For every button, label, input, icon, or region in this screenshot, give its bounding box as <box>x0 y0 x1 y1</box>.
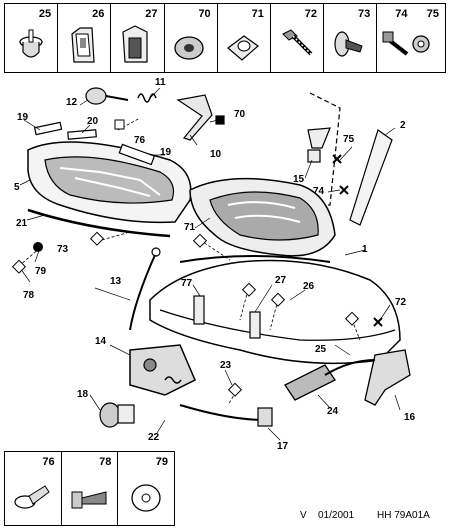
part-cell-79: 79 <box>118 452 174 525</box>
callout-18: 18 <box>77 389 89 400</box>
callout-10: 10 <box>210 149 222 160</box>
push-pin-icon <box>14 485 50 509</box>
expansion-rivet-icon <box>71 491 107 509</box>
part-cell-70: 70 <box>165 4 218 72</box>
bolt-and-nut-icon <box>382 31 430 56</box>
grommet-icon <box>173 36 204 60</box>
opening-lever <box>364 349 411 406</box>
part-number-75: 75 <box>426 8 440 20</box>
callout-2: 2 <box>400 120 406 131</box>
callout-19-left: 19 <box>17 112 29 123</box>
part-number-72: 72 <box>304 8 318 20</box>
callout-79: 79 <box>35 266 47 277</box>
callout-72: 72 <box>395 297 407 308</box>
callout-19-right: 19 <box>160 147 172 158</box>
retainer-clip-icon <box>71 27 95 63</box>
callout-21: 21 <box>16 218 28 229</box>
hood-latch <box>129 344 196 396</box>
callout-25: 25 <box>315 344 327 355</box>
callout-77: 77 <box>181 278 193 289</box>
part-number-70: 70 <box>198 8 211 20</box>
callout-70: 70 <box>234 109 246 120</box>
callout-15: 15 <box>293 174 305 185</box>
top-parts-legend: 25 26 27 70 71 7 <box>4 3 446 73</box>
hood-strut <box>349 129 393 226</box>
part-number-76: 76 <box>42 456 55 468</box>
callout-12: 12 <box>66 97 78 108</box>
part-number-25: 25 <box>38 8 52 20</box>
callout-75: 75 <box>343 134 355 145</box>
callout-74: 74 <box>313 186 325 197</box>
seal-strip <box>27 208 171 238</box>
callout-26: 26 <box>303 281 315 292</box>
callout-20: 20 <box>87 116 99 127</box>
part-number-74: 74 <box>395 8 408 20</box>
part-number-27: 27 <box>145 8 158 20</box>
part-number-71: 71 <box>251 8 264 20</box>
release-cable <box>129 254 156 331</box>
cable-clip-icon <box>226 35 259 61</box>
push-rivet-icon <box>334 31 363 57</box>
release-handle <box>284 364 336 401</box>
bottom-parts-legend: 76 78 79 <box>4 451 175 526</box>
part-cell-27: 27 <box>111 4 165 72</box>
part-cell-72: 72 <box>271 4 325 72</box>
callout-17: 17 <box>277 441 289 452</box>
callout-5: 5 <box>14 182 20 193</box>
callout-13: 13 <box>110 276 122 287</box>
callout-24: 24 <box>327 406 339 417</box>
screw-icon <box>282 29 313 56</box>
callout-78: 78 <box>23 290 35 301</box>
footer-version: V <box>300 510 307 521</box>
part-cell-74-75: 74 75 <box>377 4 445 72</box>
part-number-73: 73 <box>357 8 371 20</box>
part-cell-78: 78 <box>62 452 119 525</box>
callout-27: 27 <box>275 275 287 286</box>
callout-11: 11 <box>155 77 166 88</box>
callout-14: 14 <box>95 336 107 347</box>
callout-16: 16 <box>404 412 416 423</box>
part-cell-76: 76 <box>5 452 62 525</box>
bracket-clip-icon <box>122 25 148 63</box>
part-cell-73: 73 <box>324 4 378 72</box>
callout-73: 73 <box>57 244 69 255</box>
callout-22: 22 <box>148 432 160 443</box>
part-number-79: 79 <box>155 456 169 468</box>
callout-1: 1 <box>362 244 368 255</box>
callout-23: 23 <box>220 360 232 371</box>
part-cell-26: 26 <box>58 4 112 72</box>
part-cell-71: 71 <box>218 4 271 72</box>
clip-icon <box>19 29 43 58</box>
callout-76: 76 <box>134 135 146 146</box>
part-number-26: 26 <box>92 8 105 20</box>
washer-icon <box>131 484 161 512</box>
hinge-bracket <box>176 94 213 141</box>
part-cell-25: 25 <box>5 4 59 72</box>
callout-71: 71 <box>184 222 196 233</box>
part-number-78: 78 <box>99 456 112 468</box>
footer-reference: HH 79A01A <box>377 510 430 521</box>
footer-date: 01/2001 <box>318 510 355 521</box>
